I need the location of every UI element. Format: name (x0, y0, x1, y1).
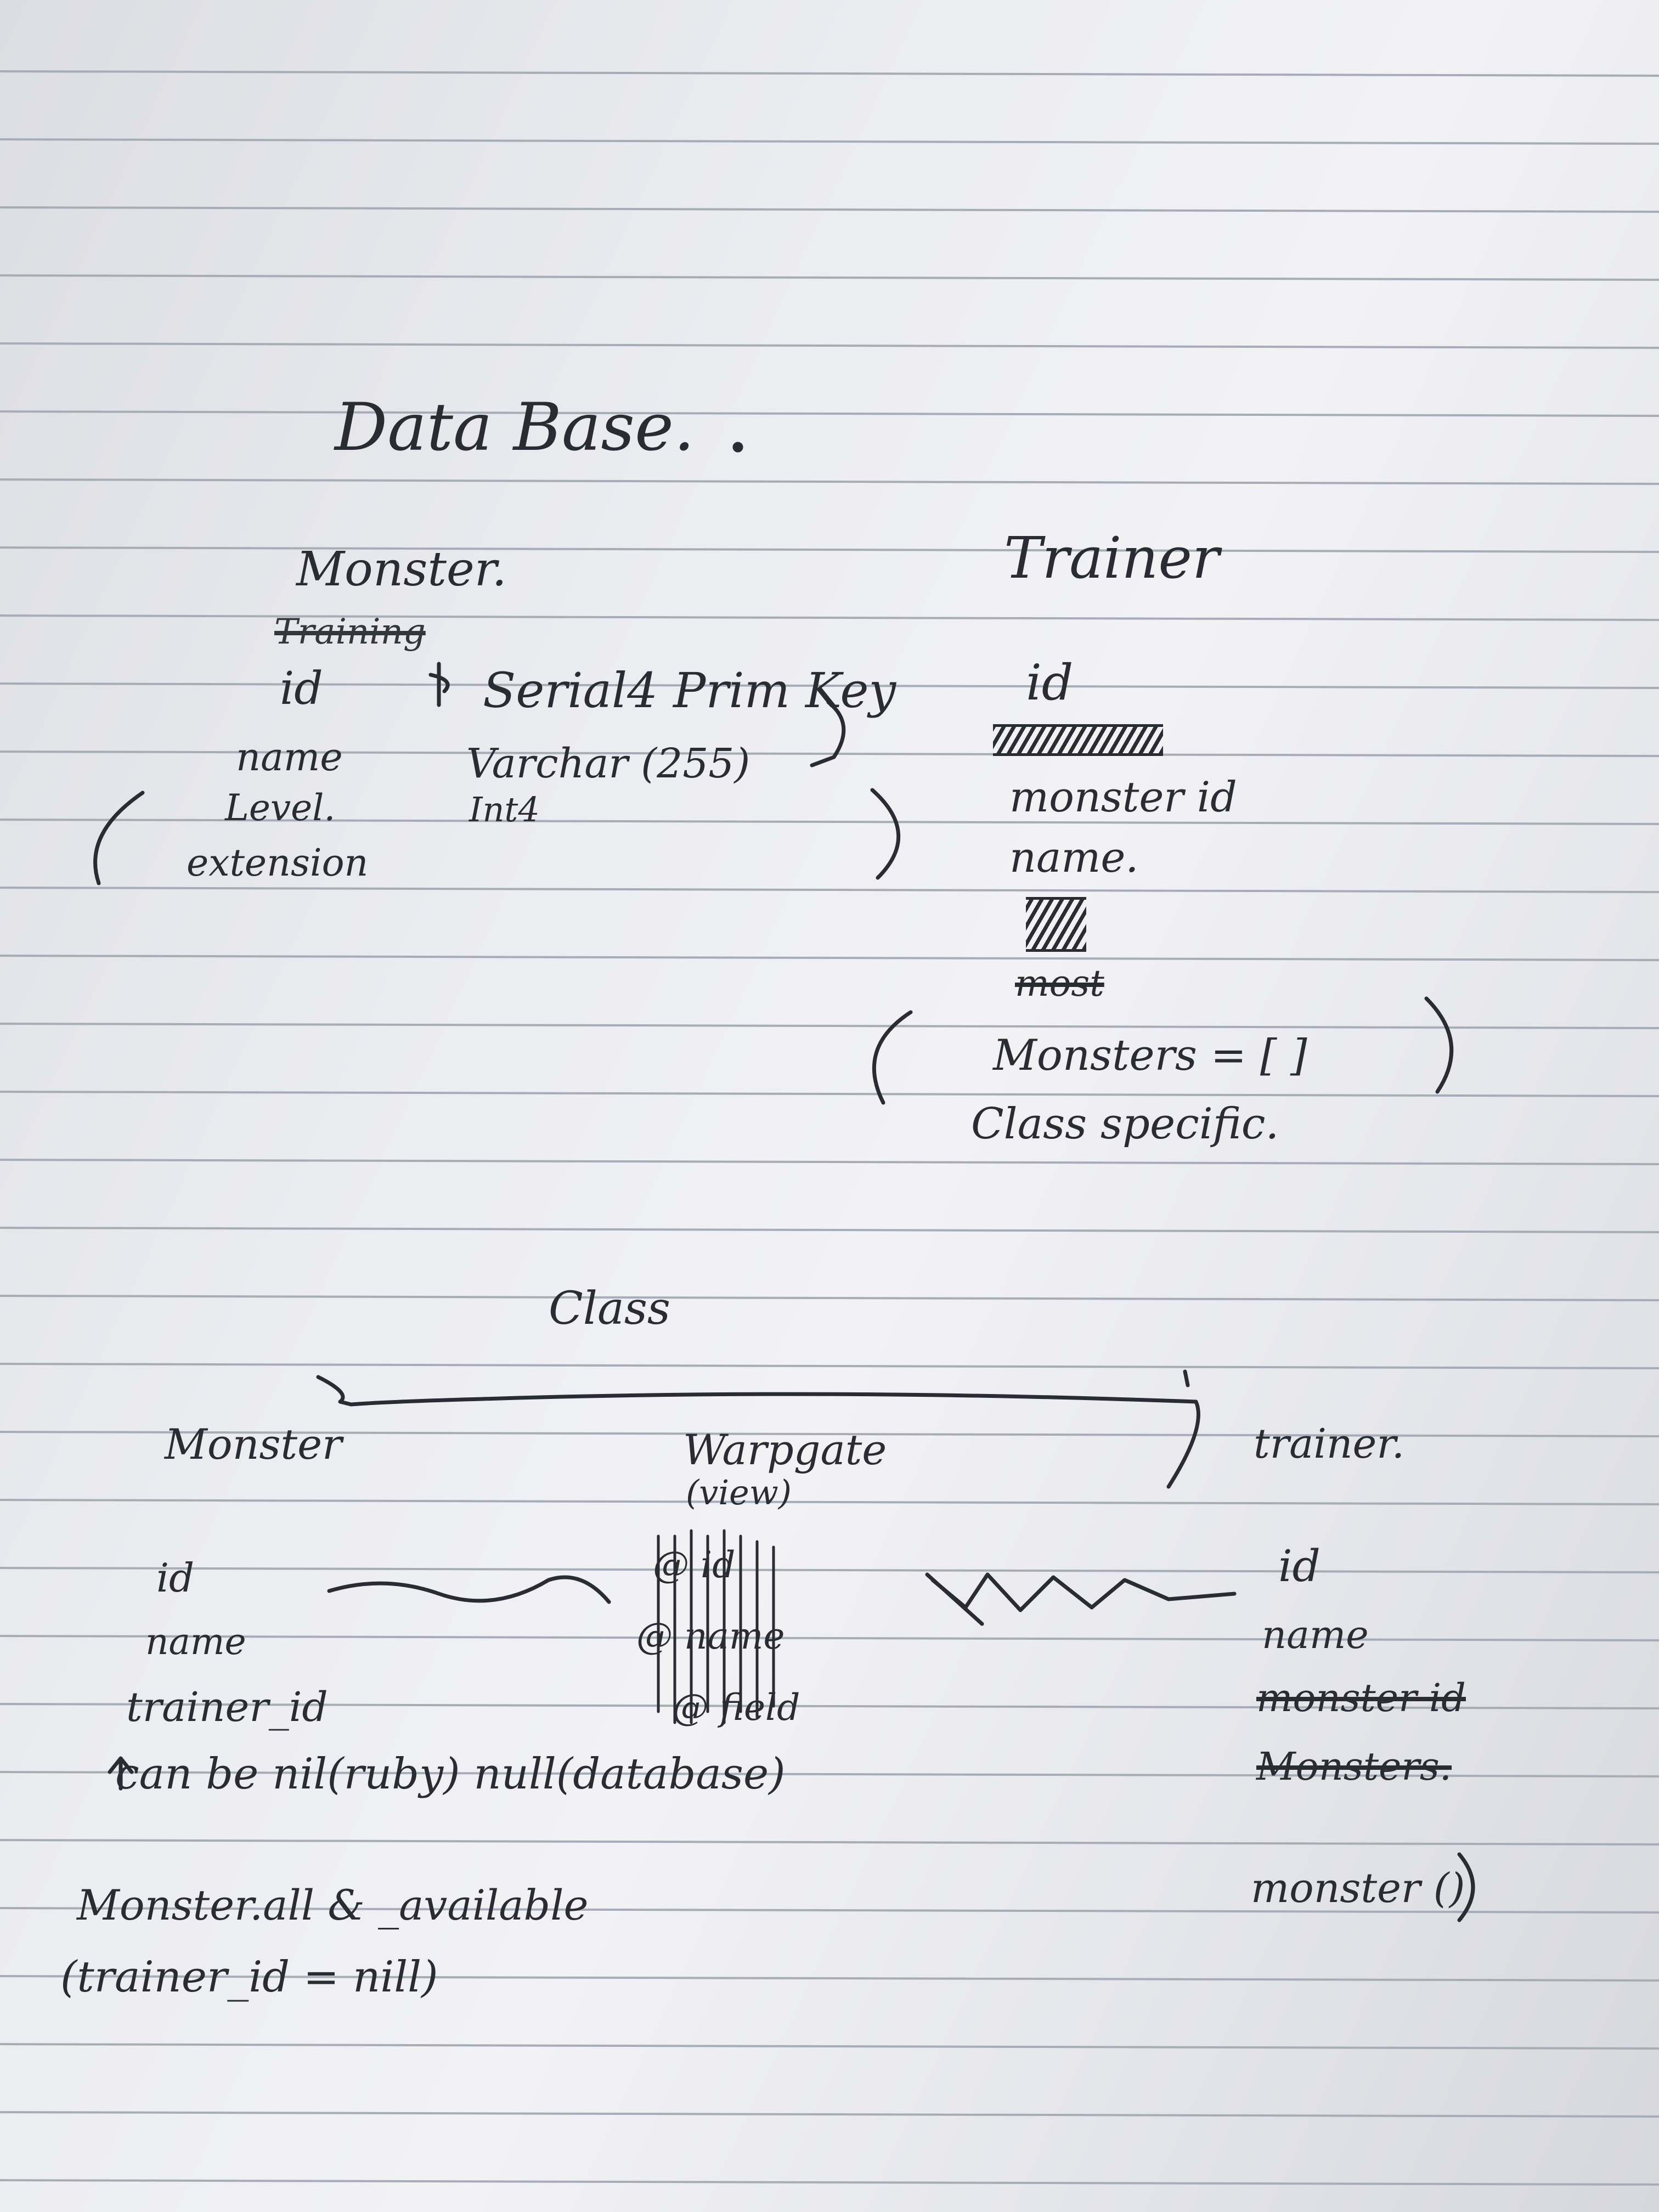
ruled-line (0, 1839, 1659, 1846)
ruled-line (0, 1771, 1659, 1778)
ruled-line (0, 1703, 1659, 1709)
ruled-line (0, 546, 1659, 553)
ruled-line (0, 1907, 1659, 1914)
ruled-line (0, 2179, 1659, 2186)
ruled-line (0, 1567, 1659, 1573)
db-monster-type-id: Serial4 Prim Key (483, 662, 896, 719)
class-monster-field-id: id (156, 1555, 195, 1601)
ruled-line (0, 1091, 1659, 1097)
db-monster-type-name: Varchar (255) (466, 740, 751, 787)
db-monster-field-extension: extension (187, 842, 369, 885)
db-type-bracket (810, 700, 846, 768)
ruled-line (0, 1227, 1659, 1233)
db-trainer-field-monster-id: monster id (1009, 772, 1237, 821)
db-trainer-title: Trainer (1004, 524, 1220, 591)
page-heading: Data Base. (335, 390, 695, 466)
class-warpgate-field-field: @ field (672, 1686, 800, 1729)
ruled-line (0, 1159, 1659, 1165)
class-warpgate-subtitle: (view) (686, 1472, 792, 1513)
ruled-line (0, 138, 1659, 145)
class-warpgate-title: Warpgate (683, 1425, 887, 1474)
ruled-line (0, 1499, 1659, 1505)
db-trainer-note: Class specific. (971, 1099, 1279, 1149)
ruled-line (0, 614, 1659, 621)
ruled-line (0, 478, 1659, 485)
db-trainer-scribble (993, 724, 1163, 756)
ruled-line (0, 819, 1659, 825)
db-monster-field-name: name (236, 735, 343, 780)
class-trainer-method: monster () (1251, 1865, 1465, 1912)
class-trainer-field-id: id (1278, 1541, 1321, 1592)
monster-to-warpgate-connector (327, 1575, 611, 1604)
db-id-mark (428, 662, 450, 707)
class-brace-tick (1183, 1369, 1190, 1387)
ruled-line (0, 1975, 1659, 1982)
db-trainer-field-name: name. (1009, 833, 1139, 882)
ruled-line (0, 1295, 1659, 1301)
class-trainer-field-name: name (1262, 1612, 1369, 1657)
db-monster-type-level: Int4 (469, 789, 540, 830)
class-trainer-crossed-monsters: Monsters. (1256, 1744, 1452, 1789)
db-monster-crossed-out: Training (274, 612, 426, 652)
db-trainer-crossed-most: most (1015, 962, 1104, 1005)
ruled-line (0, 682, 1659, 689)
class-monster-field-trainer-id: trainer_id (126, 1684, 328, 1731)
class-warpgate-field-id: @ id (653, 1544, 736, 1586)
class-brace (316, 1375, 1200, 1489)
db-trainer-left-paren (872, 1010, 913, 1105)
ruled-line (0, 751, 1659, 757)
ruled-line (0, 887, 1659, 893)
ruled-line (0, 2111, 1659, 2118)
class-footer-line1: Monster.all & _available (77, 1881, 589, 1929)
class-trainer-crossed-monster-id: monster id (1256, 1675, 1466, 1720)
db-monster-field-id: id (280, 663, 323, 715)
warpgate-to-trainer-connector (930, 1572, 1237, 1612)
ruled-line (0, 2043, 1659, 2050)
db-trainer-monsters-array: Monsters = [ ] (993, 1031, 1307, 1080)
db-monster-title: Monster. (296, 542, 507, 597)
ruled-line (0, 1635, 1659, 1641)
nil-note-arrow (108, 1756, 134, 1791)
ruled-line (0, 410, 1659, 417)
db-monster-right-paren (870, 788, 901, 880)
ruled-line (0, 274, 1659, 281)
warpgate-to-trainer-cross (925, 1572, 984, 1626)
class-trainer-method-paren (1457, 1852, 1475, 1922)
class-section-title: Class (549, 1283, 671, 1335)
ruled-line (0, 955, 1659, 961)
ruled-line (0, 342, 1659, 349)
class-warpgate-field-name: @ name (636, 1615, 785, 1657)
warpgate-shading (657, 1529, 775, 1724)
class-monster-title: Monster (165, 1420, 342, 1469)
ruled-line (0, 70, 1659, 77)
db-trainer-field-id: id (1026, 654, 1074, 712)
db-monster-field-level: Level. (225, 787, 336, 829)
class-footer-line2: (trainer_id = nill) (60, 1953, 438, 2002)
class-monster-nil-note: can be nil(ruby) null(database) (115, 1750, 786, 1799)
class-monster-field-name: name (145, 1621, 246, 1663)
ruled-line (0, 1363, 1659, 1369)
db-trainer-scribble-2 (1026, 897, 1086, 952)
ruled-line (0, 1431, 1659, 1437)
ruled-line (0, 206, 1659, 213)
class-trainer-title: trainer. (1254, 1420, 1405, 1468)
db-monster-left-paren (93, 791, 145, 885)
ruled-line (0, 1023, 1659, 1029)
db-trainer-right-paren (1424, 996, 1454, 1094)
heading-dot (732, 442, 743, 453)
